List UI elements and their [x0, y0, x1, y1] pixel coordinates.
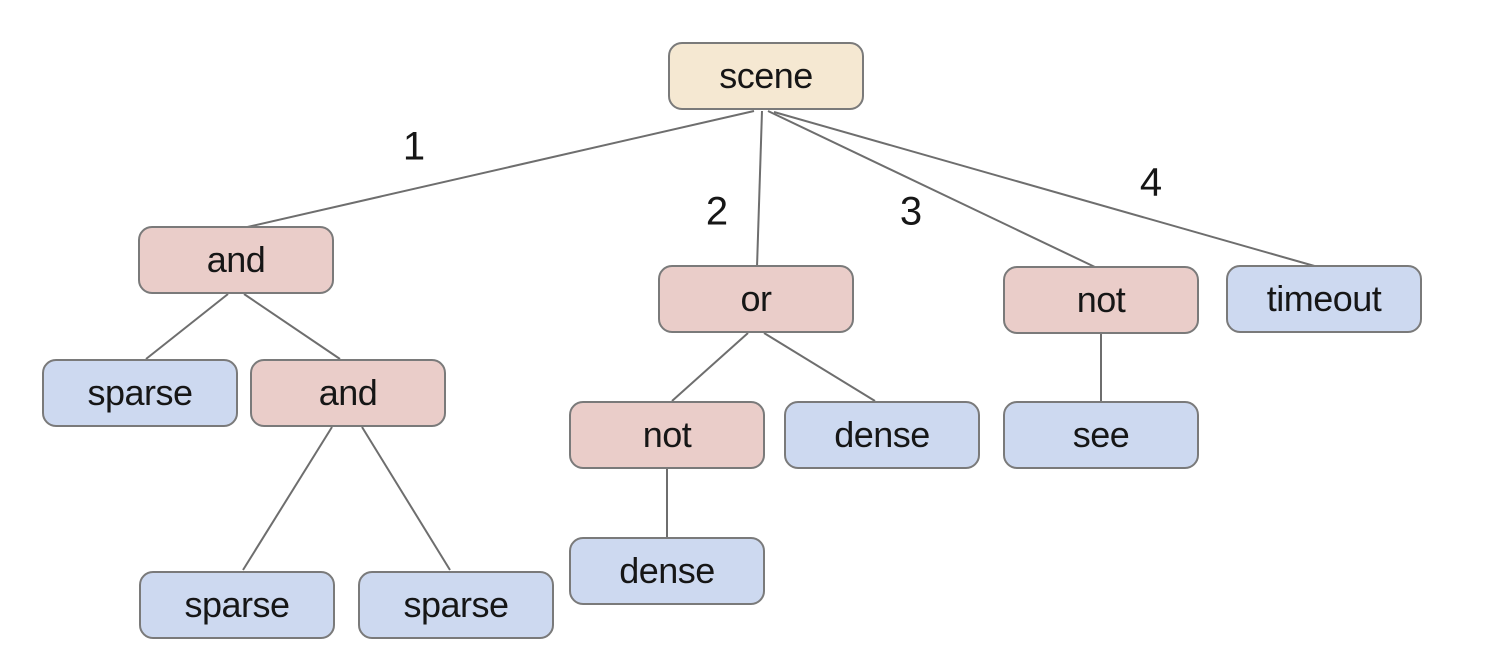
node-timeout: timeout [1226, 265, 1422, 333]
node-sparse-2: sparse [139, 571, 335, 639]
node-dense-1: dense [784, 401, 980, 469]
node-not-1: not [1003, 266, 1199, 334]
node-not-2: not [569, 401, 765, 469]
edge-and2-sparse-right [361, 426, 451, 571]
edge-scene-not [767, 110, 1098, 269]
edge-label-3: 3 [899, 189, 923, 234]
node-sparse-1: sparse [42, 359, 238, 427]
edge-or-dense [763, 332, 876, 402]
edge-or-not [671, 332, 749, 402]
edge-and2-sparse-left [242, 426, 333, 571]
edge-label-1: 1 [402, 124, 426, 169]
node-dense-2: dense [569, 537, 765, 605]
edge-and-and [243, 293, 341, 360]
node-sparse-3: sparse [358, 571, 554, 639]
edge-label-2: 2 [705, 189, 729, 234]
node-see: see [1003, 401, 1199, 469]
node-or: or [658, 265, 854, 333]
node-and-1: and [138, 226, 334, 294]
edge-scene-and [242, 110, 755, 229]
node-and-2: and [250, 359, 446, 427]
edge-and-sparse [145, 293, 229, 360]
node-scene: scene [668, 42, 864, 110]
edge-scene-timeout [773, 111, 1319, 268]
edge-scene-or [756, 110, 763, 268]
edge-label-4: 4 [1139, 160, 1163, 205]
